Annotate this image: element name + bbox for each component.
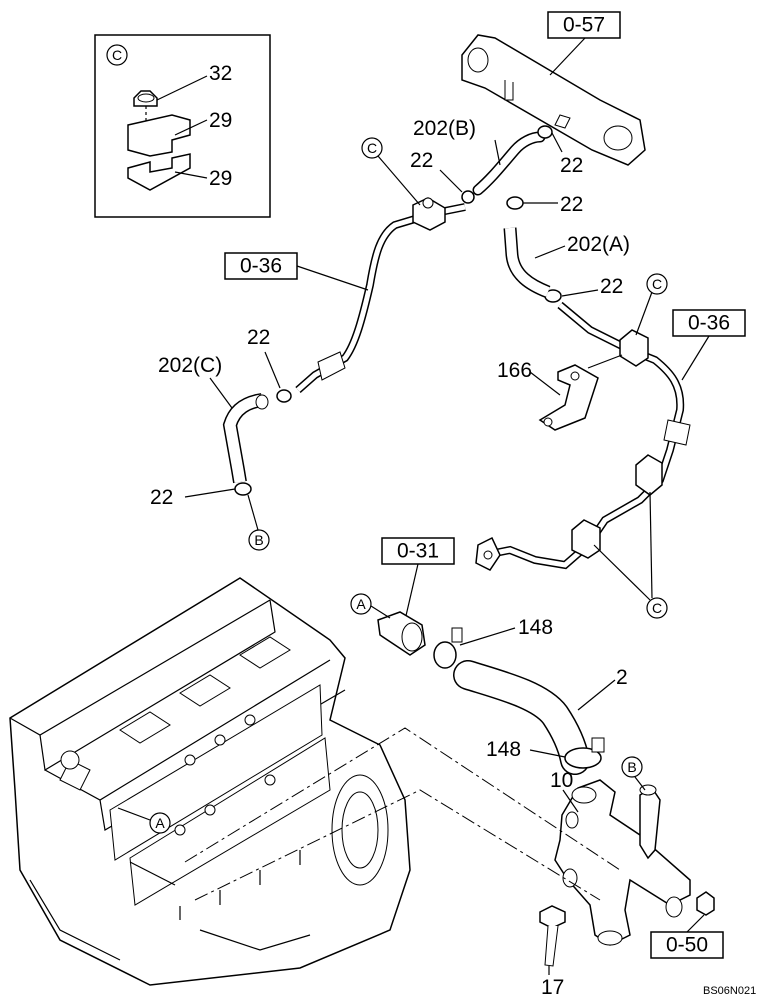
engine-block-icon xyxy=(9,577,411,986)
connector-pipe-icon xyxy=(377,611,426,656)
hose-2-icon xyxy=(453,660,590,775)
label-202c: 202(C) xyxy=(158,354,222,377)
egr-cooler-icon xyxy=(461,34,646,166)
centerline-lower xyxy=(194,789,601,901)
label-10: 10 xyxy=(550,769,573,792)
diagram-code: BS06N021 xyxy=(703,985,756,997)
marker-a-1: A xyxy=(356,596,366,612)
clamp-148-upper-icon xyxy=(433,627,463,669)
water-pipe-right-icon xyxy=(475,301,691,571)
part-label-29-lower: 29 xyxy=(209,167,232,190)
nut-icon xyxy=(696,891,715,916)
ref-0-57: 0-57 xyxy=(563,14,605,37)
marker-b-2: B xyxy=(627,759,636,775)
label-17: 17 xyxy=(541,976,564,999)
water-pipe-left-icon xyxy=(295,197,466,393)
hose-202a-icon xyxy=(503,227,551,299)
marker-c-1: C xyxy=(367,140,377,156)
label-148-upper: 148 xyxy=(518,616,553,639)
label-22-a: 22 xyxy=(560,154,583,177)
bracket-166-icon xyxy=(538,354,623,431)
centerline-upper xyxy=(184,727,621,871)
clamp-22-icon xyxy=(234,125,562,496)
ref-0-50: 0-50 xyxy=(666,934,708,957)
marker-b-1: B xyxy=(254,532,263,548)
thermostat-housing-icon xyxy=(554,779,691,946)
marker-c-2: C xyxy=(652,276,662,292)
part-label-29-upper: 29 xyxy=(209,109,232,132)
marker-c-3: C xyxy=(652,600,662,616)
label-22-d: 22 xyxy=(600,275,623,298)
bolt-17-icon xyxy=(539,905,566,967)
label-22-e: 22 xyxy=(247,326,270,349)
detail-c-marker: C xyxy=(112,47,122,63)
clamp-29-icon xyxy=(127,114,191,191)
label-148-lower: 148 xyxy=(486,738,521,761)
label-22-c: 22 xyxy=(560,193,583,216)
ref-0-36-left: 0-36 xyxy=(240,255,282,278)
marker-a-2: A xyxy=(155,815,165,831)
hose-202b-icon xyxy=(472,131,546,196)
label-166: 166 xyxy=(497,359,532,382)
label-22-f: 22 xyxy=(150,486,173,509)
part-label-32: 32 xyxy=(209,62,232,85)
label-22-b: 22 xyxy=(410,149,433,172)
ref-0-36-right: 0-36 xyxy=(688,312,730,335)
hose-202c-icon xyxy=(222,393,269,484)
label-2: 2 xyxy=(616,666,628,689)
clamp-148-lower-icon xyxy=(564,737,605,769)
label-202b: 202(B) xyxy=(413,117,476,140)
ref-0-31: 0-31 xyxy=(397,540,439,563)
label-202a: 202(A) xyxy=(567,233,630,256)
detail-c-box: C 32 29 29 xyxy=(94,34,271,218)
